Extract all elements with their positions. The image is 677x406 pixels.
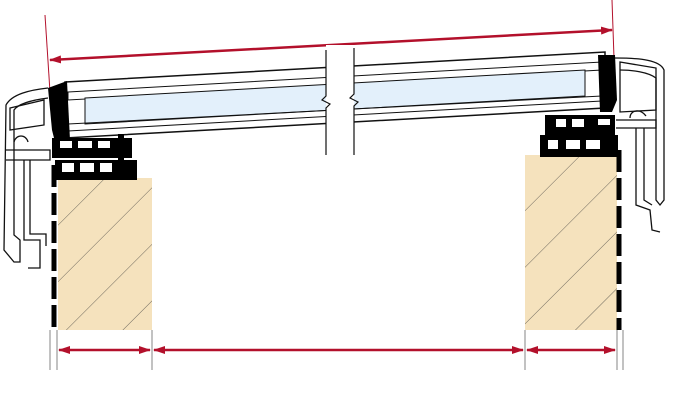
aluminium-frame-right xyxy=(614,57,665,233)
bottom-extension-lines xyxy=(49,330,624,370)
timber-curb-right xyxy=(525,155,617,330)
upstand-profile-left xyxy=(52,134,137,180)
break-line xyxy=(320,45,360,157)
edge-seal-left xyxy=(48,81,70,142)
extension-line-top-left xyxy=(44,14,51,93)
upstand-profile-right xyxy=(540,115,618,157)
aluminium-frame-left xyxy=(3,87,51,269)
timber-curb-left xyxy=(58,178,152,330)
extension-line-top-right xyxy=(611,0,615,59)
edge-seal-right xyxy=(598,55,617,112)
